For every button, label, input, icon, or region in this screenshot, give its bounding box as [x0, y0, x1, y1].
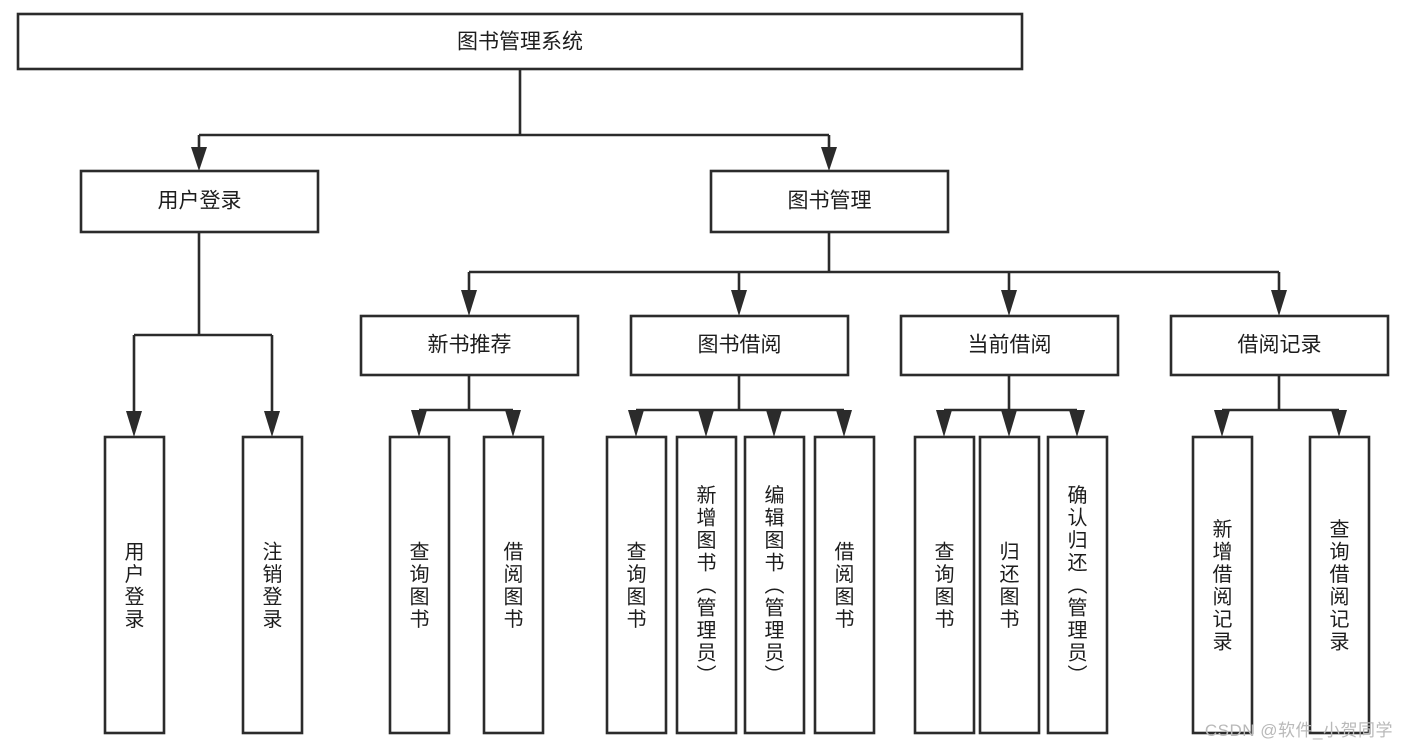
arrow-head-sub-book-borrow: [731, 290, 747, 316]
leaf-return-book[interactable]: 归还图书: [978, 435, 1041, 735]
leaf-query-book-new-label: 查询图书: [410, 540, 430, 631]
arrow-head-leaf-edit-book-admin: [766, 410, 782, 437]
node-borrow-record-label: 借阅记录: [1238, 334, 1322, 357]
leaf-add-borrow-record[interactable]: 新增借阅记录: [1191, 435, 1254, 735]
arrow-head-leaf-user-login: [126, 411, 142, 437]
leaf-add-book-admin-label: 新增图书︵管理员︶: [697, 484, 717, 687]
leaf-logout-login-label: 注销登录: [263, 540, 283, 631]
node-layer: 图书管理系统 用户登录 图书管理 新书推荐 图书借阅 当前: [16, 12, 1390, 735]
leaf-return-book-label: 归还图书: [1000, 540, 1020, 631]
node-book-borrow-label: 图书借阅: [698, 334, 782, 357]
node-user-login-label: 用户登录: [158, 190, 242, 213]
node-book-borrow[interactable]: 图书借阅: [629, 314, 850, 377]
node-root-label: 图书管理系统: [457, 31, 583, 54]
node-new-book-label: 新书推荐: [428, 334, 512, 357]
arrow-head-leaf-query-borrow-record: [1331, 410, 1347, 437]
arrow-head-sub-new-book: [461, 290, 477, 316]
leaf-add-book-admin[interactable]: 新增图书︵管理员︶: [675, 435, 738, 735]
leaf-edit-book-admin[interactable]: 编辑图书︵管理员︶: [743, 435, 806, 735]
arrow-head-leaf-add-book-admin: [698, 410, 714, 437]
leaf-query-book-current-label: 查询图书: [935, 540, 955, 631]
leaf-node-layer: 用户登录 注销登录 查询图书 借阅图书 查询图书 新增图书︵管理员︶ 编辑图书︵管理员︶ 借阅…: [103, 435, 1371, 735]
arrow-head-leaf-query-book-current: [936, 410, 952, 437]
arrow-head-leaf-query-book-new: [411, 410, 427, 437]
leaf-borrow-book[interactable]: 借阅图书: [813, 435, 876, 735]
leaf-logout-login[interactable]: 注销登录: [241, 435, 304, 735]
leaf-edit-book-admin-label: 编辑图书︵管理员︶: [765, 484, 785, 687]
leaf-confirm-return-admin[interactable]: 确认归还︵管理员︶: [1046, 435, 1109, 735]
arrow-head-leaf-logout-login: [264, 411, 280, 437]
arrow-head-leaf-add-borrow-record: [1214, 410, 1230, 437]
node-user-login[interactable]: 用户登录: [79, 169, 320, 234]
arrow-head-leaf-return-book: [1001, 410, 1017, 437]
arrow-head-book-manage: [821, 147, 837, 171]
leaf-query-book-current[interactable]: 查询图书: [913, 435, 976, 735]
leaf-query-book-new[interactable]: 查询图书: [388, 435, 451, 735]
node-borrow-record[interactable]: 借阅记录: [1169, 314, 1390, 377]
node-book-manage[interactable]: 图书管理: [709, 169, 950, 234]
leaf-query-book-borrow[interactable]: 查询图书: [605, 435, 668, 735]
arrow-head-sub-current-borrow: [1001, 290, 1017, 316]
arrow-head-leaf-query-book-borrow: [628, 410, 644, 437]
leaf-query-book-borrow-label: 查询图书: [627, 540, 647, 631]
node-current-borrow[interactable]: 当前借阅: [899, 314, 1120, 377]
leaf-add-borrow-record-label: 新增借阅记录: [1213, 518, 1233, 654]
node-current-borrow-label: 当前借阅: [968, 334, 1052, 357]
leaf-user-login[interactable]: 用户登录: [103, 435, 166, 735]
node-new-book[interactable]: 新书推荐: [359, 314, 580, 377]
leaf-borrow-book-label: 借阅图书: [835, 540, 855, 631]
leaf-user-login-label: 用户登录: [125, 541, 145, 631]
arrow-head-user-login: [191, 147, 207, 171]
node-book-manage-label: 图书管理: [788, 190, 872, 213]
leaf-borrow-book-new[interactable]: 借阅图书: [482, 435, 545, 735]
node-root[interactable]: 图书管理系统: [16, 12, 1024, 71]
arrow-head-leaf-borrow-book-new: [505, 410, 521, 437]
csdn-watermark: CSDN @软件_小贺同学: [1204, 721, 1393, 740]
leaf-borrow-book-new-label: 借阅图书: [504, 540, 524, 631]
arrow-head-leaf-borrow-book: [836, 410, 852, 437]
arrow-head-leaf-confirm-return-admin: [1069, 410, 1085, 437]
leaf-query-borrow-record[interactable]: 查询借阅记录: [1308, 435, 1371, 735]
leaf-query-borrow-record-label: 查询借阅记录: [1330, 518, 1350, 654]
arrow-head-sub-borrow-record: [1271, 290, 1287, 316]
leaf-confirm-return-admin-label: 确认归还︵管理员︶: [1068, 484, 1088, 687]
connector-layer: [126, 69, 1347, 437]
